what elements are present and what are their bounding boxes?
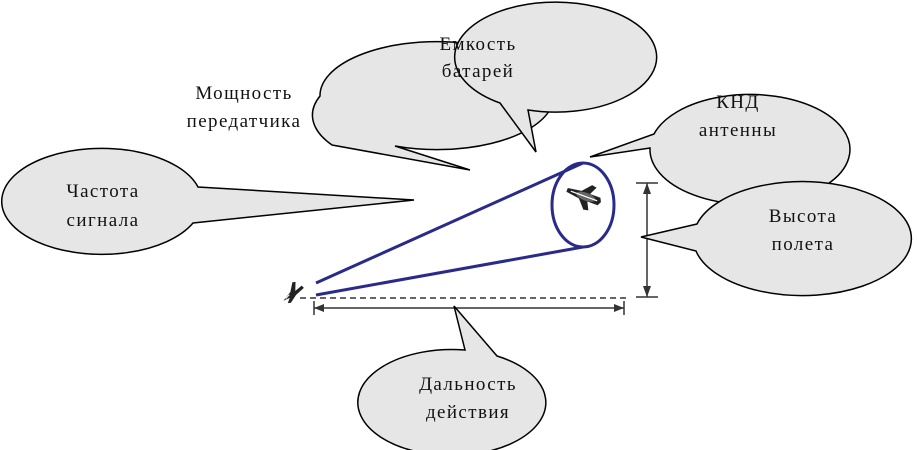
beam-upper-edge <box>315 161 584 285</box>
range-arrowhead-left <box>314 304 324 312</box>
callout-label-line1: КНД <box>716 92 760 113</box>
bubble-shape <box>453 1 658 153</box>
beam-cross-section <box>550 161 616 249</box>
aircraft-icon <box>283 281 304 304</box>
callout-label-line1: Мощность <box>195 83 292 104</box>
altitude-dimension <box>636 182 658 298</box>
callout-label-line2: действия <box>426 402 510 423</box>
bubble-shape <box>640 180 913 297</box>
callout-flight-altitude: Высота полета <box>640 180 913 297</box>
antenna-beam <box>315 161 616 297</box>
callout-label-line1: Высота <box>769 206 838 227</box>
bubble-shape <box>0 147 415 256</box>
callout-label-line2: передатчика <box>187 111 302 132</box>
callout-label-line1: Емкость <box>439 34 516 55</box>
bubble-shape <box>357 305 547 450</box>
callout-label-line2: полета <box>772 234 835 255</box>
callout-antenna-gain: КНД антенны <box>589 92 851 206</box>
range-dimension <box>300 297 630 315</box>
callout-battery: Емкость батарей <box>439 1 658 153</box>
callout-label-line1: Частота <box>66 181 139 202</box>
callout-label-line2: батарей <box>442 61 514 82</box>
callout-label-line2: сигнала <box>67 210 140 231</box>
aircraft-icon <box>566 185 601 211</box>
callout-range: Дальность действия <box>357 305 547 450</box>
bubble-shape <box>589 93 851 206</box>
range-arrowhead-right <box>614 304 624 312</box>
callout-label-line1: Дальность <box>419 374 517 395</box>
altitude-arrowhead-top <box>643 183 651 194</box>
altitude-arrowhead-bottom <box>643 286 651 297</box>
beam-lower-edge <box>315 245 584 297</box>
callout-label-line2: антенны <box>699 120 777 141</box>
callout-signal-frequency: Частота сигнала <box>0 147 415 256</box>
